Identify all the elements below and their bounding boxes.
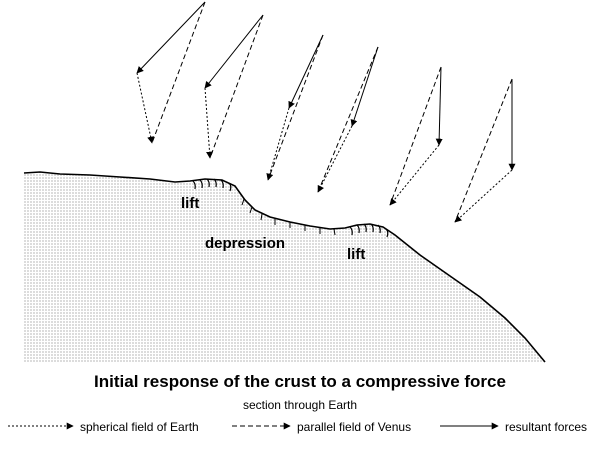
- resultant-force-arrow: [136, 1, 206, 74]
- resultant-force-arrow: [204, 14, 264, 89]
- left-lift-fractures: [192, 178, 232, 192]
- parallel-field-arrow: [389, 66, 442, 206]
- parallel-field-arrow: [317, 46, 379, 193]
- parallel-field-arrow: [151, 1, 206, 144]
- crust-surface-line: [23, 171, 546, 363]
- spherical-field-arrow: [389, 144, 440, 206]
- spherical-field-arrow: [454, 169, 513, 223]
- force-vectors: [136, 1, 516, 223]
- parallel-field-arrow: [454, 78, 513, 223]
- resultant-force-arrow: [435, 66, 443, 146]
- depression-label: depression: [205, 235, 286, 252]
- spherical-field-arrow: [317, 125, 353, 193]
- parallel-field-arrow: [209, 14, 264, 159]
- spherical-field-arrow: [204, 87, 214, 159]
- lift-left-label: lift: [181, 195, 200, 212]
- legend-label-parallel: parallel field of Venus: [297, 420, 412, 434]
- right-lift-fractures: [349, 223, 389, 238]
- spherical-field-arrow: [266, 107, 290, 181]
- depression-ticks: [241, 198, 336, 236]
- diagram-subtitle: section through Earth: [242, 398, 358, 412]
- legend-label-spherical: spherical field of Earth: [80, 420, 199, 434]
- crust-section: [24, 172, 545, 362]
- lift-right-label: lift: [347, 246, 366, 263]
- legend-label-resultant: resultant forces: [505, 420, 588, 434]
- resultant-force-arrow: [350, 46, 379, 127]
- spherical-field-arrow: [136, 72, 155, 144]
- diagram-title: Initial response of the crust to a compr…: [94, 372, 506, 391]
- resultant-force-arrow: [288, 34, 324, 109]
- parallel-field-arrow: [267, 34, 324, 181]
